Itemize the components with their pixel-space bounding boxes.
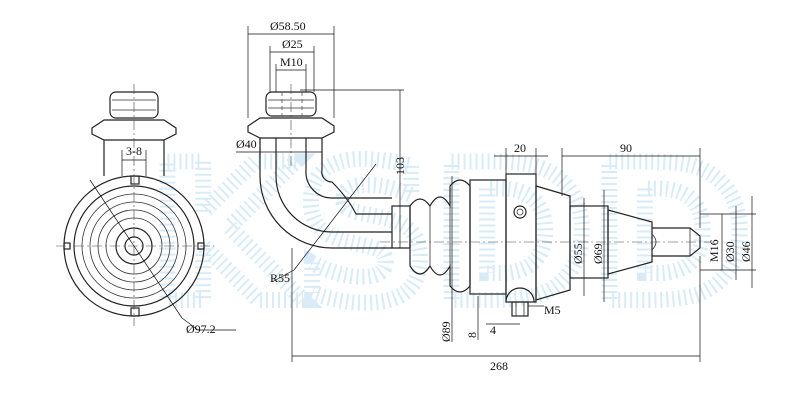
dimension-annotations: Ø58.50 Ø25 M10 Ø40 103 R55 20 90 xyxy=(236,19,756,373)
dim-height: 103 xyxy=(393,157,407,175)
dim-radius: R55 xyxy=(270,271,290,285)
dim-side-thread: M5 xyxy=(544,303,561,317)
elbow-inner xyxy=(321,138,392,215)
dim-diameter-46: Ø46 xyxy=(739,241,753,262)
dim-flange-width: 20 xyxy=(514,141,526,155)
dim-diameter-30: Ø30 xyxy=(723,241,737,262)
dim-8: 8 xyxy=(465,332,479,338)
dim-flange-diameter: Ø58.50 xyxy=(270,19,306,33)
side-view-flange xyxy=(247,117,335,139)
dim-end-thread: M16 xyxy=(707,239,721,262)
end-view-flange xyxy=(91,119,177,141)
end-view: 3-8 Ø97.2 xyxy=(56,84,236,336)
dim-4: 4 xyxy=(490,323,496,337)
dim-tube-diameter: Ø40 xyxy=(236,137,257,151)
dim-diameter-55: Ø55 xyxy=(571,243,585,264)
dim-shank-length: 90 xyxy=(620,141,632,155)
dim-body-diameter: Ø97.2 xyxy=(186,322,216,336)
dim-neck-diameter: Ø25 xyxy=(282,37,303,51)
dim-diameter-89: Ø89 xyxy=(439,321,453,342)
dim-overall-length: 268 xyxy=(490,359,508,373)
dim-diameter-69: Ø69 xyxy=(591,243,605,264)
elbow-outer xyxy=(259,138,392,249)
dim-top-thread: M10 xyxy=(280,55,303,69)
